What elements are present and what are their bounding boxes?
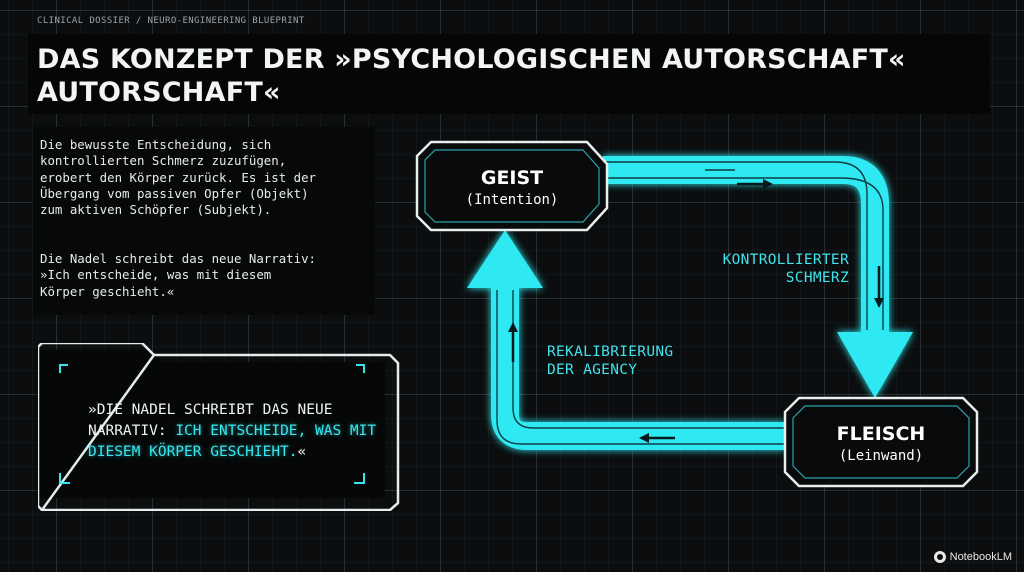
quote-text: »DIE NADEL SCHREIBT DAS NEUE NARRATIV: I… [88,400,388,463]
cycle-diagram: GEIST (Intention) FLEISCH (Leinwand) KON… [415,140,979,488]
title-panel: DAS KONZEPT DER »PSYCHOLOGISCHEN AUTORSC… [28,34,990,114]
node-geist-sub: (Intention) [466,192,559,208]
flow-label-top-2: SCHMERZ [786,270,849,286]
flow-arrowhead-marker-right [874,298,884,308]
node-fleisch: FLEISCH (Leinwand) [783,396,979,488]
body-paragraph-1: Die bewusste Entscheidung, sich kontroll… [40,137,317,218]
quote-lead: »DIE NADEL SCHREIBT DAS NEUE NARRATIV: [88,402,333,439]
quote-tail: « [297,444,307,460]
flow-arrow-up [467,230,785,450]
quote-callout: »DIE NADEL SCHREIBT DAS NEUE NARRATIV: I… [38,343,402,511]
node-fleisch-label: FLEISCH [837,423,926,445]
quote-highlight: ICH ENTSCHEIDE, WAS MIT DIESEM KÖRPER GE… [88,423,377,460]
flow-label-top-1: KONTROLLIERTER [723,252,849,268]
quote-frame [38,343,400,511]
node-geist-label: GEIST [481,167,543,189]
node-geist: GEIST (Intention) [415,140,609,232]
breadcrumb: CLINICAL DOSSIER / NEURO-ENGINEERING BLU… [37,16,305,26]
explanation-panel: Die bewusste Entscheidung, sich kontroll… [33,127,375,315]
flow-label-bottom-1: REKALIBRIERUNG [547,344,673,360]
notebooklm-logo-icon [933,551,946,563]
flow-arrowhead-marker-top [763,179,773,189]
page-title: DAS KONZEPT DER »PSYCHOLOGISCHEN AUTORSC… [37,44,906,108]
flow-arrowhead-marker-left [508,322,518,332]
flow-label-bottom-2: DER AGENCY [547,362,637,378]
flow-arrow-down [603,156,913,398]
brand-watermark: NotebookLM [933,551,1012,563]
body-paragraph-2: Die Nadel schreibt das neue Narrativ: »I… [40,251,317,299]
circuit-traces-bottom [496,290,785,445]
node-fleisch-sub: (Leinwand) [839,448,923,464]
circuit-traces-top [605,161,884,330]
flow-arrowhead-marker-bottom [639,433,649,443]
brand-label: NotebookLM [949,551,1012,563]
